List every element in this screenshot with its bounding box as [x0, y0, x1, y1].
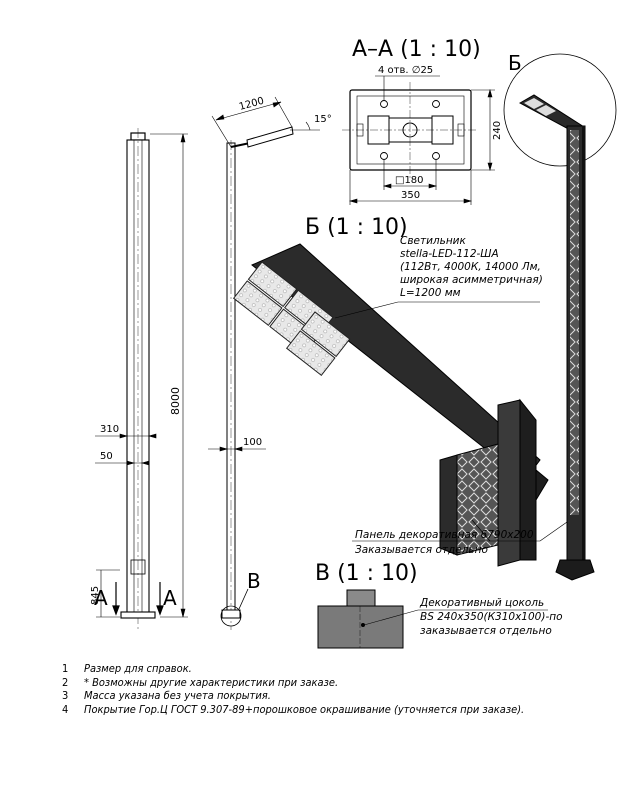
dimension-8000	[150, 133, 188, 618]
detail-label-b: Б	[508, 51, 522, 75]
pole-front-view	[120, 128, 156, 630]
dimension-15-deg	[290, 121, 320, 131]
dimension-50	[95, 460, 150, 466]
note-item: 2 * Возможны другие характеристики при з…	[62, 675, 339, 689]
note-item: 3 Масса указана без учета покрытия.	[62, 689, 271, 702]
section-a-a-arrows	[112, 582, 164, 616]
detail-label-v: В	[247, 569, 261, 593]
lamp-callout-leader	[334, 301, 540, 319]
lamp-callout-text: Светильник stella-LED-112-ША (112Вт, 400…	[400, 235, 546, 299]
dim-8000-label: 8000	[169, 387, 182, 415]
detail-v-callout	[220, 588, 249, 627]
dimension-1200	[211, 96, 293, 148]
detail-b-title: Б (1 : 10)	[305, 215, 408, 240]
notes-list: 1 Размер для справок. 2 * Возможны други…	[62, 662, 524, 716]
base-callout-leader	[363, 609, 548, 626]
holes-label: 4 отв. ∅25	[378, 65, 433, 76]
dim-845-label: 845	[90, 586, 101, 605]
dimension-240	[471, 88, 495, 172]
base-plate-plan	[342, 82, 478, 178]
dim-310-label: 310	[100, 424, 119, 435]
dim-180-label: □180	[395, 175, 424, 186]
section-label-a-left: А	[94, 586, 108, 610]
dimension-180	[382, 160, 438, 190]
section-label-a-right: А	[163, 586, 177, 610]
pole-3d-view	[503, 53, 617, 581]
luminaire-detail	[232, 243, 549, 567]
dim-350-label: 350	[401, 190, 420, 201]
dim-100-label: 100	[243, 437, 262, 448]
base-detail	[317, 589, 404, 649]
note-item: 1 Размер для справок.	[62, 662, 192, 675]
dim-240-label: 240	[492, 121, 503, 140]
dimension-100	[208, 446, 266, 452]
holes-leader	[375, 75, 440, 100]
dim-15-label: 15°	[314, 114, 332, 125]
pole-side-view	[221, 126, 294, 630]
dimension-310	[95, 433, 157, 439]
detail-v-title: В (1 : 10)	[315, 561, 418, 586]
section-a-a-title: А–А (1 : 10)	[352, 37, 481, 62]
note-item: 4 Покрытие Гор.Ц ГОСТ 9.307-89+порошково…	[62, 702, 525, 716]
dimension-350	[348, 170, 473, 205]
panel-callout-text: Панель декоративная 6790х200 Заказываетс…	[355, 529, 537, 556]
dim-50-label: 50	[100, 451, 113, 462]
dimension-845	[96, 569, 120, 618]
base-callout-text: Декоративный цоколь BS 240x350(К310х100)…	[419, 597, 566, 637]
